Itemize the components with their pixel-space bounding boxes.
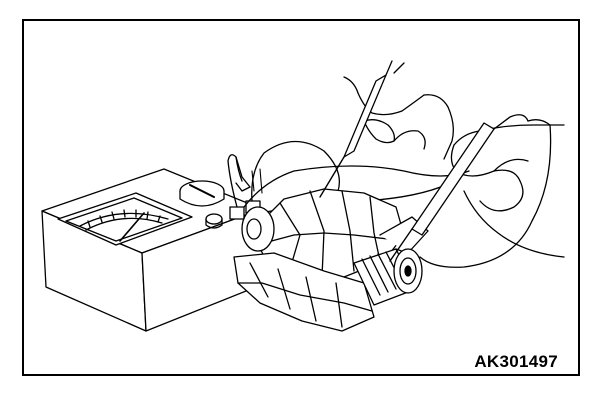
- range-knob: [179, 180, 225, 207]
- rotor-test-illustration: [41, 60, 565, 332]
- slip-rings: [353, 248, 423, 306]
- hand-right: [389, 114, 565, 268]
- meter-window: [57, 192, 193, 246]
- figure-frame: AK301497: [22, 19, 580, 376]
- rotor: [233, 188, 429, 332]
- hand-upper: [319, 60, 454, 198]
- figure-code-label: AK301497: [474, 352, 558, 371]
- zero-adjust-knob: [205, 213, 223, 229]
- circuit-tester: [41, 168, 267, 332]
